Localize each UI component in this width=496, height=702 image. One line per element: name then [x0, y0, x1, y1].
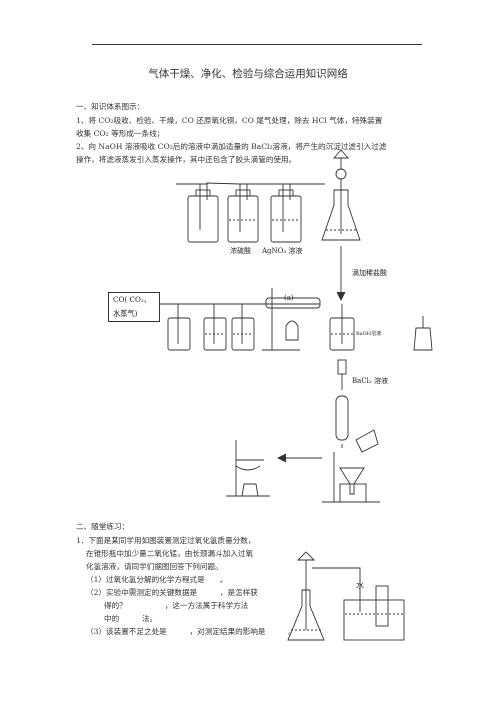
q1-sub2b: 得的？ ，这一方法属于科学方法 [104, 601, 249, 610]
mid-bottle-3 [231, 304, 255, 351]
gas-box-line1: CO( CO₂、 [113, 295, 151, 304]
label-bacl2: BaCl₂ 溶液 [352, 377, 388, 385]
gas-mixture-box: CO( CO₂、 水蒸气) [108, 292, 160, 322]
label-water: 水 [356, 581, 364, 590]
item1-line1: 1、将 CO₂吸收、检验、干燥，CO 还原氧化铜，CO 尾气处理，除去 HCl … [76, 116, 383, 125]
item1-line2: 收集 CO₂ 等形成一条线； [76, 129, 165, 138]
page-title: 气体干燥、净化、检验与综合运用知识网络 [148, 68, 348, 80]
q1-sub3: （3）该装置不足之处是 ，对测定结果的影响是 。 [86, 627, 296, 636]
dropper [337, 359, 347, 390]
label-ba-solution: BaOH溶液 [356, 331, 382, 337]
label-conc-h2so4: 浓硫酸 [230, 247, 251, 255]
collection-bottle [329, 304, 355, 351]
mid-bottle-2 [203, 304, 227, 351]
q1-sub1: （1）过氧化氢分解的化学方程式是 。 [86, 575, 228, 584]
q1-line1: 1．下面是某同学用如图装置测定过氧化氢质量分数， [76, 536, 256, 545]
alcohol-lamp-right [413, 316, 433, 351]
label-cuo: (a) [284, 294, 294, 302]
header-rule [92, 44, 422, 45]
test-tube [335, 395, 349, 441]
mid-bottle-1 [167, 304, 191, 351]
evaporation-setup [226, 440, 270, 497]
item2-line1: 2、向 NaOH 溶液吸收 CO₂后的溶液中滴加适量的 BaCl₂溶液，将产生的… [76, 142, 387, 151]
label-add-hcl: 滴加稀盐酸 [352, 269, 387, 277]
gas-box-line2: 水蒸气) [113, 309, 138, 318]
practice-flask [287, 551, 325, 641]
label-agno3: AgNO₃ 溶液 [262, 247, 303, 255]
q1-sub2a: （2）实验中需测定的关键数据是 ，是怎样获 [86, 588, 258, 597]
funnel-filter-stand [322, 429, 380, 503]
top-bottle-agno3 [270, 184, 302, 243]
q1-line2: 在锥形瓶中加少量二氧化锰，由长颈漏斗加入过氧 [86, 549, 254, 558]
q1-sub2c: 中的 法。 [104, 614, 158, 623]
section1-heading: 一、知识体系图示： [76, 102, 145, 111]
item2-line2: 操作，将滤液蒸发引入蒸发操作，其中还包含了胶头滴管的使用。 [76, 155, 297, 164]
water-tank [343, 585, 405, 641]
q1-line3: 化氢溶液，请同学们据图回答下列问题。 [86, 562, 223, 571]
cuo-tube-stand [262, 288, 321, 351]
top-bottle-1 [187, 184, 219, 243]
top-erlenmeyer-flask [321, 149, 361, 241]
section2-heading: 二、随堂练习： [76, 522, 130, 531]
top-bottle-conc-h2so4 [227, 184, 259, 243]
